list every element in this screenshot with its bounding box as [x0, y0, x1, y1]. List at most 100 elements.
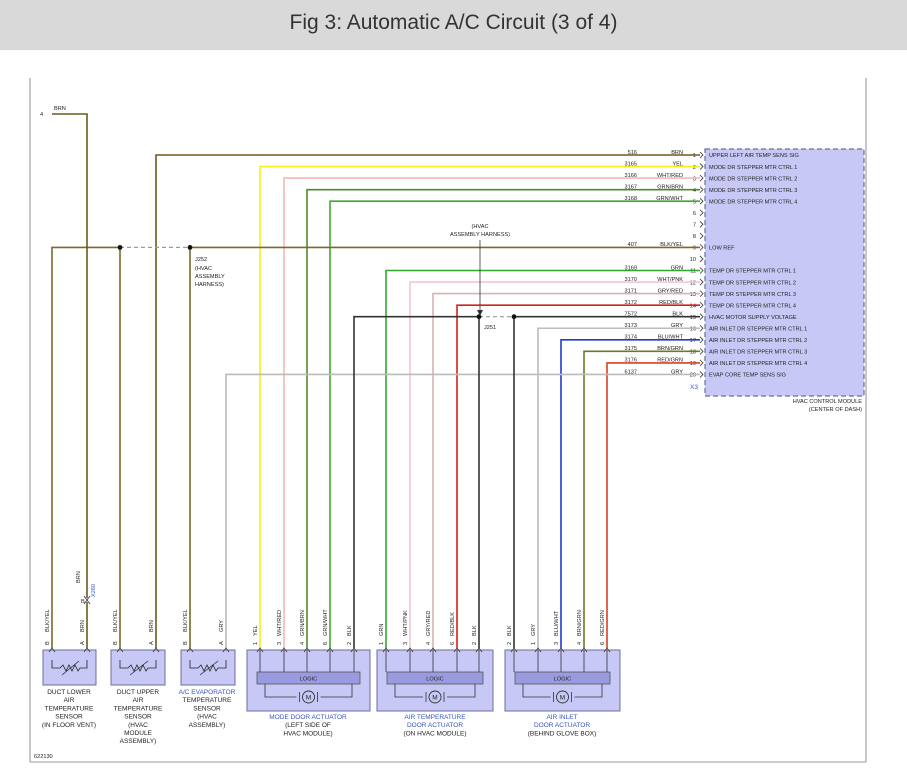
wire-color-label: RED/BLK	[659, 300, 683, 306]
hvac-pin-terminal	[699, 244, 704, 251]
logic-label: LOGIC	[554, 677, 571, 683]
hvac-pin-function: MODE DR STEPPER MTR CTRL 3	[709, 188, 797, 194]
hvac-pin-function: AIR INLET DR STEPPER MTR CTRL 1	[709, 326, 807, 332]
sensor-label: SENSOR	[124, 714, 152, 721]
wire-grn	[385, 269, 700, 648]
hvac-pin-terminal	[699, 186, 704, 193]
actuator-label: HVAC MODULE)	[283, 730, 332, 737]
wire-circuit-number: 3171	[625, 288, 637, 294]
sensor-pin-letter: A	[219, 641, 225, 645]
actuator-label: DOOR ACTUATOR	[534, 722, 590, 729]
actuator-pin-terminal	[534, 647, 542, 653]
motor-symbol	[556, 690, 569, 704]
actuator-pin-number: 3	[277, 642, 283, 645]
hvac-pin-number: 5	[693, 199, 696, 205]
thermistor-arrow	[199, 660, 219, 676]
hvac-module-name: HVAC CONTROL MODULE	[793, 399, 863, 405]
splice-dot	[511, 314, 517, 320]
hvac-pin-function: HVAC MOTOR SUPPLY VOLTAGE	[709, 315, 797, 321]
figure-id: 622130	[34, 754, 53, 760]
splice-j251-dot	[476, 314, 482, 320]
hvac-pin-number: 9	[693, 246, 696, 252]
sensor-pin-letter: A	[149, 641, 155, 645]
splice-j252-label: J252	[195, 257, 207, 263]
actuator-pin-terminal	[603, 647, 611, 653]
wire-circuit-number: 7572	[625, 312, 637, 318]
actuator-label: (LEFT SIDE OF	[285, 722, 331, 729]
wire-circuit-number: 3172	[625, 300, 637, 306]
actuator-wire-color: GRN	[379, 624, 385, 636]
motor-label: M	[306, 695, 311, 702]
hvac-pin-number: 16	[690, 326, 696, 332]
actuator-pin-terminal	[510, 647, 518, 653]
actuator-wire-color: BLK	[472, 625, 478, 636]
external-wire-pin: 4	[40, 112, 43, 118]
wire-circuit-number: 3173	[625, 323, 637, 329]
wire-circuit-number: 3167	[625, 184, 637, 190]
sensor-pin-terminal	[186, 647, 194, 653]
hvac-pin-function: MODE DR STEPPER MTR CTRL 4	[709, 199, 797, 205]
wire-color-label: BLK/YEL	[660, 242, 683, 248]
hvac-pin-function: TEMP DR STEPPER MTR CTRL 2	[709, 280, 796, 286]
actuator-wire-color: WHT/PNK	[403, 610, 409, 636]
hvac-pin-terminal	[699, 348, 704, 355]
inline-connector-pin: B	[81, 599, 85, 605]
motor-backdrop	[423, 690, 447, 704]
hvac-pin-function: TEMP DR STEPPER MTR CTRL 3	[709, 292, 796, 298]
actuator-label: AIR INLET	[546, 714, 577, 721]
wire-circuit-number: 3166	[625, 173, 637, 179]
hvac-pin-terminal	[699, 313, 704, 320]
sensor-label: TEMPERATURE	[183, 697, 232, 704]
splice-dot	[117, 245, 123, 250]
wire-blk	[353, 315, 480, 648]
sensor-wire-color: BLK/YEL	[45, 609, 51, 632]
logic-label: LOGIC	[426, 677, 443, 683]
hvac-control-module-box	[704, 148, 865, 397]
actuator-wire-color: GRN/WHT	[323, 609, 329, 636]
hvac-pin-function: UPPER LEFT AIR TEMP SENS SIG	[709, 153, 799, 159]
wire-grn-wht	[329, 200, 700, 648]
sensor-label: ASSEMBLY)	[120, 738, 157, 745]
splice-j251-desc: ASSEMBLY HARNESS)	[450, 232, 510, 238]
hvac-pin-number: 17	[690, 338, 696, 344]
actuator-label: (BEHIND GLOVE BOX)	[528, 730, 597, 737]
sensor-wire-color: BRN	[80, 620, 86, 632]
actuator-pin-number: 4	[300, 642, 306, 645]
wire-color-label: BRN/GRN	[657, 346, 683, 352]
splice-j252-dot	[187, 245, 193, 250]
actuator-wire-color: RED/BLK	[450, 612, 456, 636]
actuator-pin-number: 2	[472, 642, 478, 645]
hvac-pin-function: AIR INLET DR STEPPER MTR CTRL 2	[709, 338, 807, 344]
wire-color-label: WHT/RED	[657, 173, 683, 179]
hvac-pin-terminal	[699, 174, 704, 182]
actuator-pin-number: 3	[403, 642, 409, 645]
actuator-wire-color: BLK	[347, 625, 353, 636]
sensor-label: SENSOR	[193, 705, 221, 712]
actuator-pin-terminal	[429, 647, 437, 653]
wire-wht-red	[283, 177, 700, 648]
actuator-label: AIR TEMPERATURE	[404, 714, 466, 721]
title-bar: Fig 3: Automatic A/C Circuit (3 of 4)	[0, 0, 907, 50]
wire-blu-wht	[560, 338, 700, 648]
sensor-pin-terminal	[48, 647, 56, 653]
actuator-pin-terminal	[475, 647, 483, 653]
hvac-pin-number: 4	[693, 188, 696, 194]
splice-j252-desc: HARNESS)	[195, 282, 224, 288]
wire-color-label: RED/GRN	[657, 358, 683, 364]
sensor-pin-letter: B	[113, 641, 119, 645]
wire-color-label: GRY	[671, 323, 683, 329]
hvac-pin-terminal	[699, 290, 704, 297]
actuator-pin-terminal	[580, 647, 588, 653]
sensor-label: A/C EVAPORATOR	[179, 689, 236, 696]
actuator-wire-color: GRN/BRN	[300, 610, 306, 636]
sensor-label: DUCT UPPER	[117, 689, 159, 696]
external-wire-color: BRN	[54, 106, 66, 112]
actuator-wire-color: GRY	[531, 624, 537, 636]
hvac-pin-terminal	[699, 151, 704, 159]
actuator-wire-color: WHT/RED	[277, 610, 283, 636]
hvac-pin-function: TEMP DR STEPPER MTR CTRL 4	[709, 303, 796, 309]
wire-blk-yel	[51, 246, 121, 648]
sensor-pin-terminal	[83, 647, 91, 653]
actuator-wire-color: RED/GRN	[600, 610, 606, 636]
wire-brn	[155, 154, 700, 648]
